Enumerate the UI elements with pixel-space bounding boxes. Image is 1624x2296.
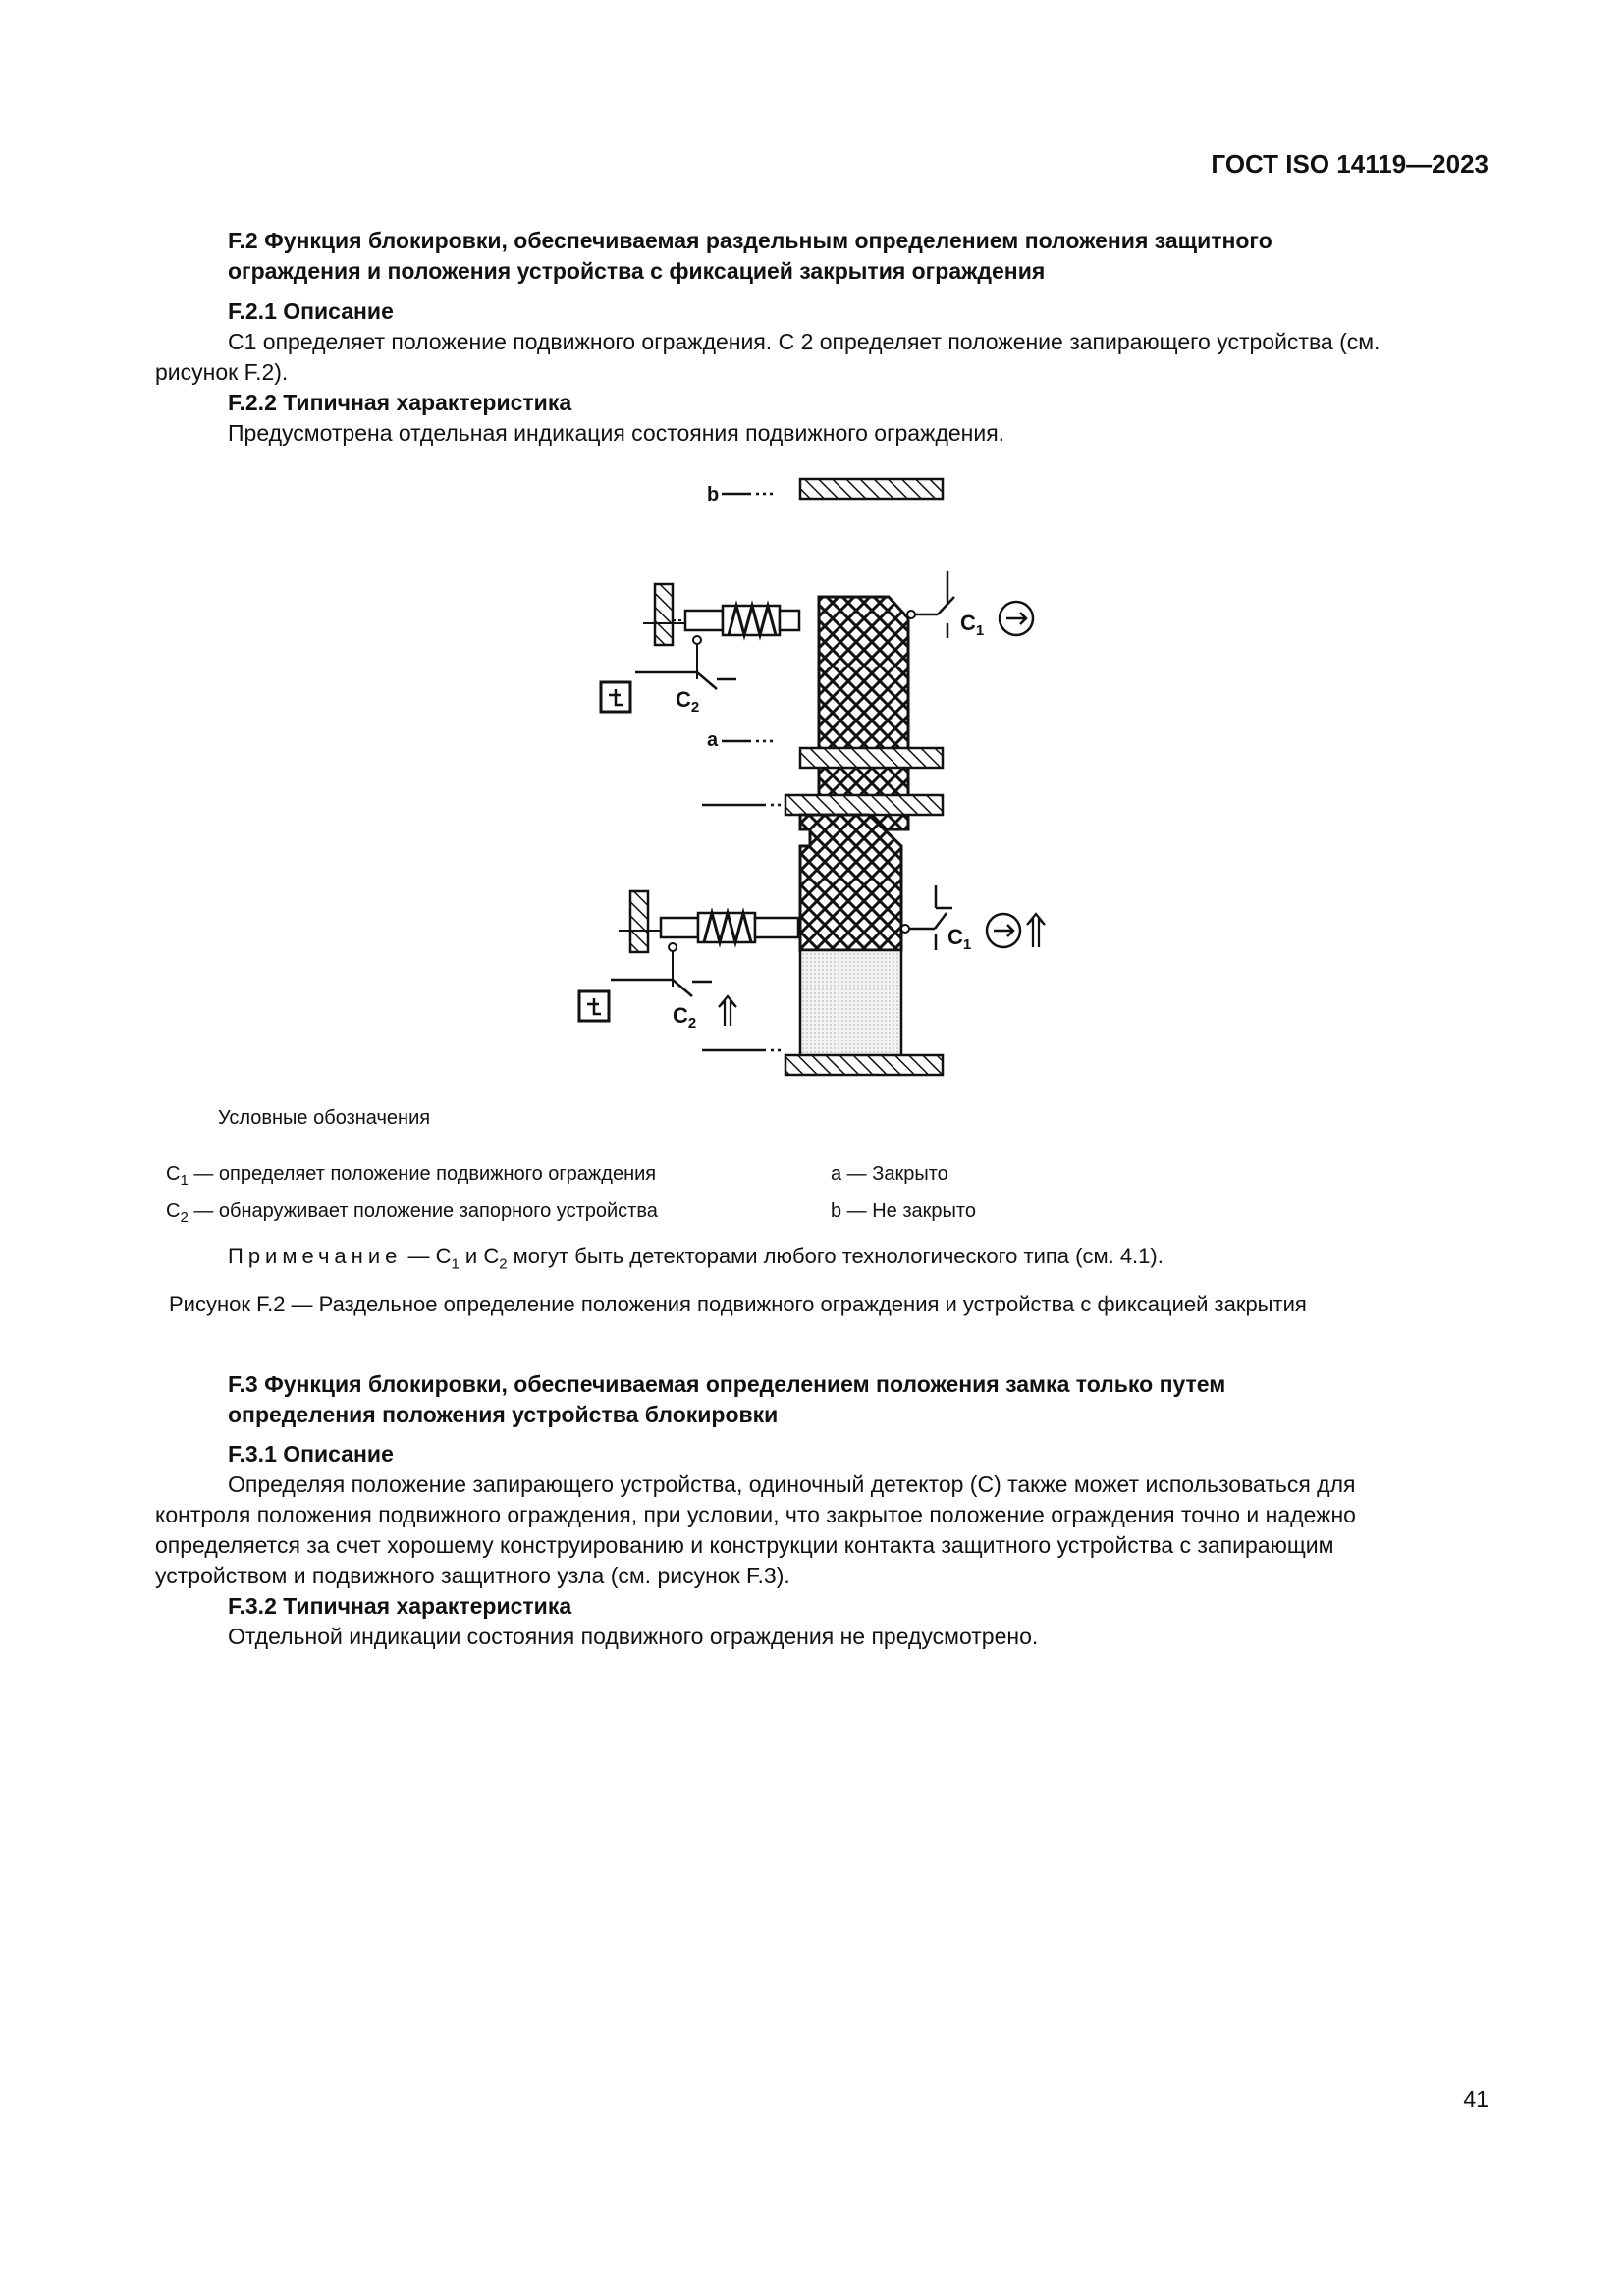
open-position-frame: b (707, 477, 945, 506)
label-b: b (707, 484, 719, 506)
label-c1-lower: C1 (947, 925, 971, 953)
subsection-f2-1-title: F.2.1 Описание (228, 298, 394, 324)
f2-2-text: Предусмотрена отдельная индикация состоя… (228, 420, 1005, 446)
guard-opening (798, 948, 903, 1062)
section-f2-title-line2: ограждения и положения устройства с фикс… (228, 258, 1046, 284)
lower-state-diagram: C2 C1 (577, 793, 1046, 1077)
lock-wall-plate (653, 582, 675, 647)
legend-item-c1: С1 — определяет положение подвижного огр… (166, 1163, 657, 1189)
guard-block-closed (817, 595, 910, 831)
label-c2-lower: C2 (673, 1003, 696, 1032)
label-c2-upper: C2 (676, 687, 699, 716)
frame-lower-top-hatched (784, 793, 945, 817)
subsection-f3-1-title: F.3.1 Описание (228, 1441, 394, 1467)
f2-1-text-line1: С1 определяет положение подвижного ограж… (228, 329, 1380, 354)
figure-f2-diagram: b C2 C1 a (577, 477, 1046, 1077)
lock-wall-plate-lower (628, 889, 650, 954)
legend-item-a: a — Закрыто (831, 1163, 948, 1185)
label-a: a (707, 729, 719, 751)
frame-top-hatched (798, 477, 945, 501)
label-c1-upper: C1 (960, 611, 984, 639)
upper-state-diagram: C2 C1 a (599, 571, 1035, 831)
section-f3-title-line1: F.3 Функция блокировки, обеспечиваемая о… (228, 1371, 1226, 1397)
legend-item-c2: С2 — обнаруживает положение запорного ус… (166, 1201, 658, 1226)
guard-block-open (798, 813, 903, 952)
up-arrow-c2 (718, 994, 737, 1026)
figure-caption: Рисунок F.2 — Раздельное определение пол… (169, 1292, 1307, 1316)
f3-2-text: Отдельной индикации состояния подвижного… (228, 1624, 1039, 1649)
subsection-f3-2-title: F.3.2 Типичная характеристика (228, 1593, 572, 1619)
frame-upper-bottom-hatched (798, 746, 945, 770)
lock-plunger-lower (659, 916, 700, 939)
f3-1-text-line3: определяется за счет хорошему конструиро… (155, 1532, 1334, 1558)
f3-1-text-line2: контроля положения подвижного ограждения… (155, 1502, 1356, 1527)
f3-1-text-line1: Определяя положение запирающего устройст… (228, 1471, 1356, 1497)
legend-title: Условные обозначения (218, 1107, 431, 1129)
legend-item-b: b — Не закрыто (831, 1201, 976, 1222)
page-number: 41 (1463, 2086, 1489, 2111)
figure-note: Примечание — С1 и С2 могут быть детектор… (228, 1244, 1164, 1273)
lock-spring (727, 600, 778, 641)
f2-1-text-line2: рисунок F.2). (155, 359, 289, 385)
frame-lower-bottom-hatched (784, 1053, 945, 1077)
lock-plunger (683, 609, 725, 632)
f3-1-text-line4: устройством и подвижного защитного узла … (155, 1563, 790, 1588)
up-arrow-c1 (1026, 912, 1046, 947)
document-id: ГОСТ ISO 14119—2023 (1211, 149, 1489, 179)
subsection-f2-2-title: F.2.2 Типичная характеристика (228, 390, 572, 415)
section-f2-title-line1: F.2 Функция блокировки, обеспечиваемая р… (228, 228, 1272, 253)
section-f3-title-line2: определения положения устройства блокиро… (228, 1402, 779, 1427)
